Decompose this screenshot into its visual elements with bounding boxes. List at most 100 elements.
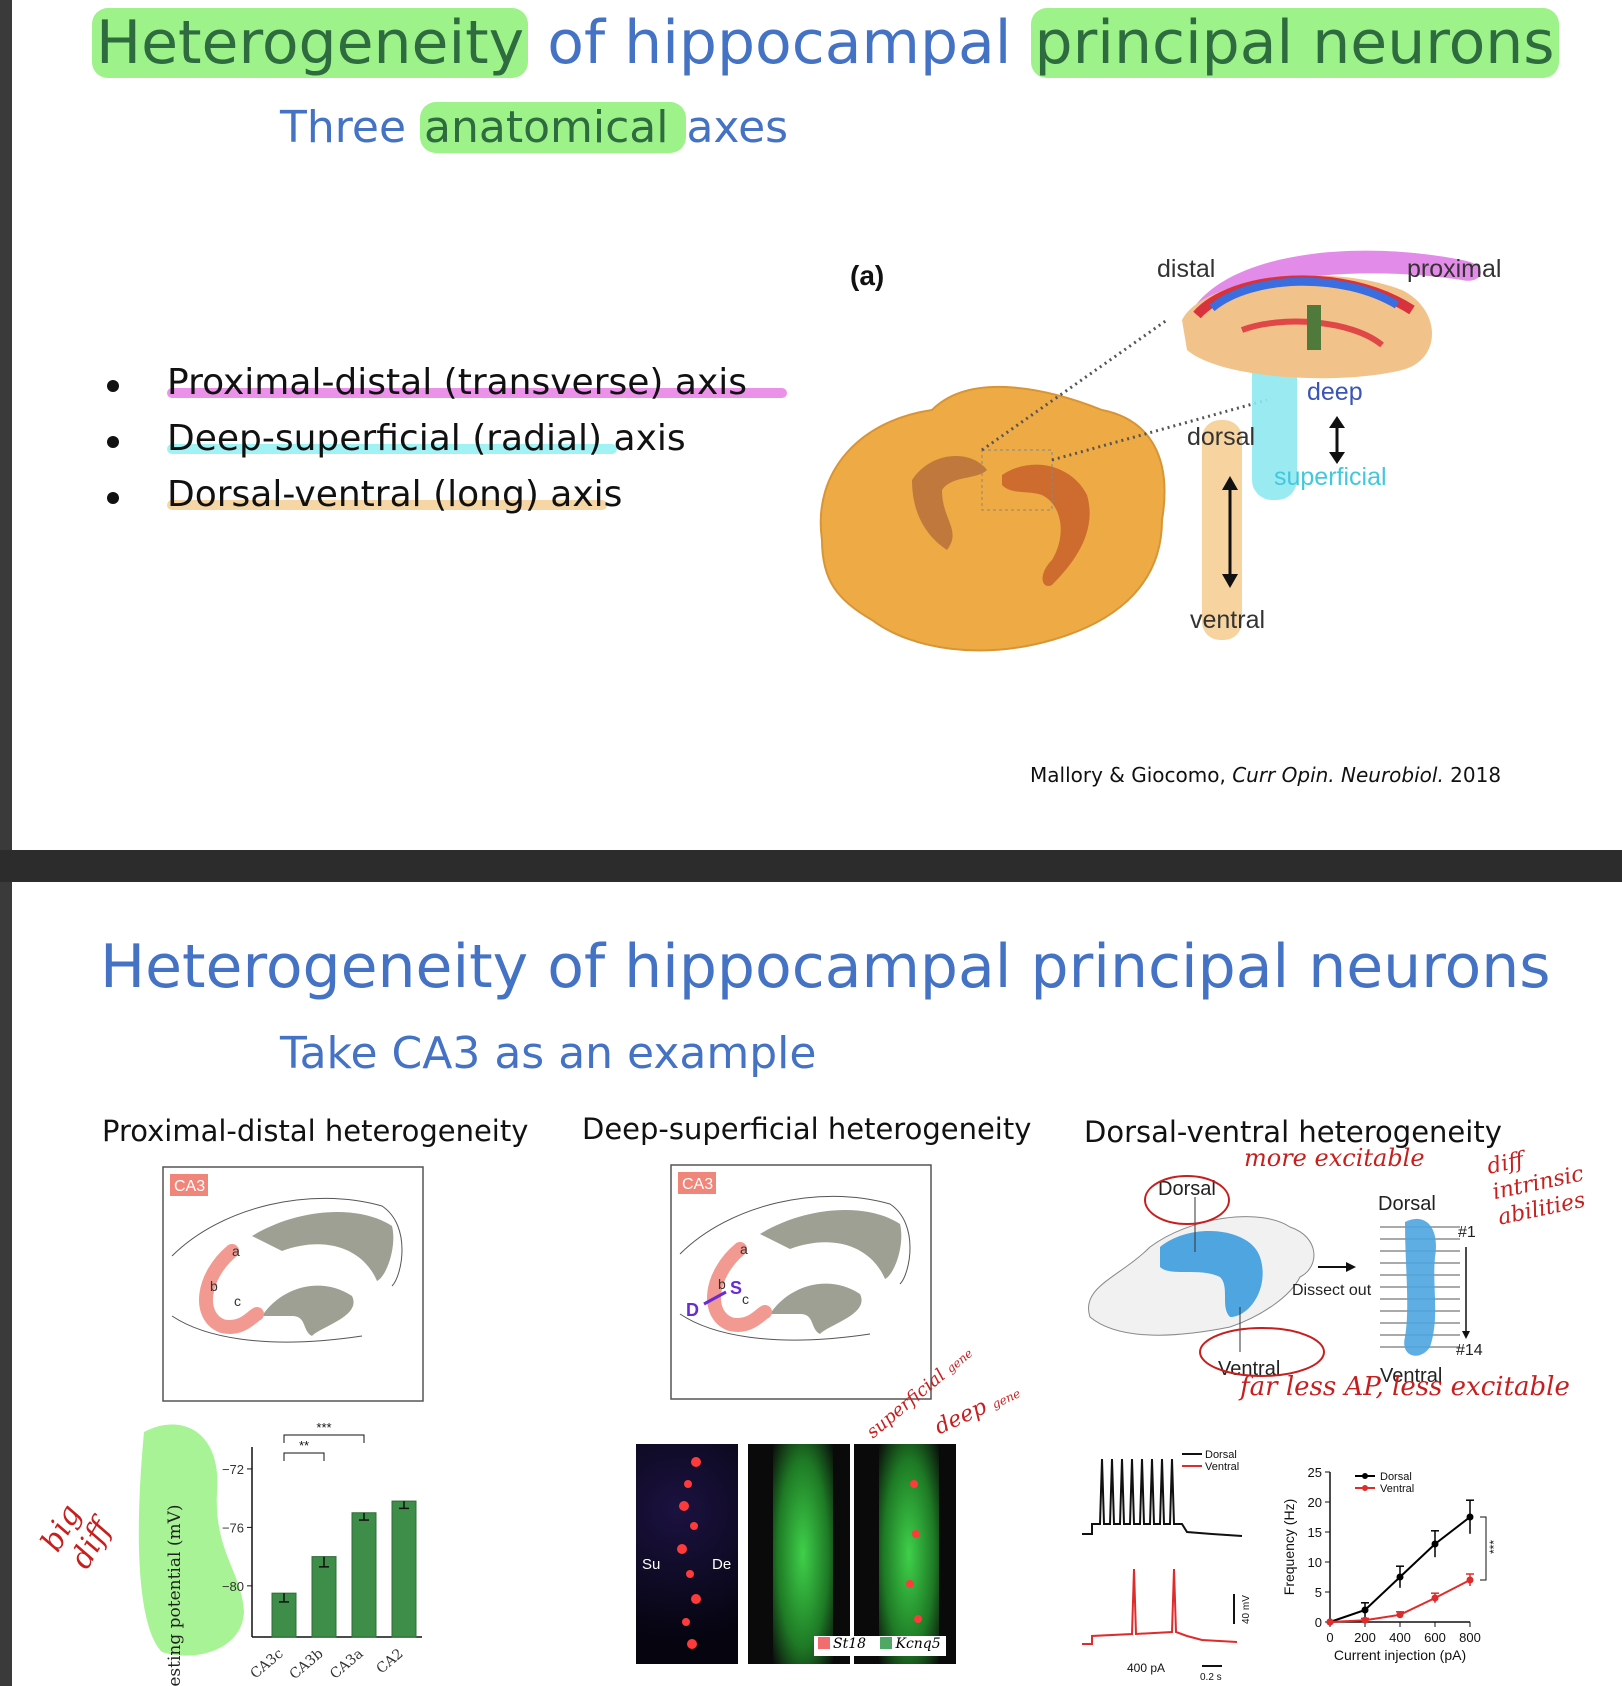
- slide-gap: [0, 850, 1622, 882]
- annotation-gene-2: gene: [989, 1386, 1023, 1412]
- label-slice-14: #14: [1456, 1342, 1483, 1359]
- green-highlight-blob: [138, 1424, 244, 1656]
- point-dorsal: [1396, 1573, 1404, 1581]
- fluor-panel-st18: Su De: [636, 1444, 738, 1664]
- fluor-panel-merge: St18 Kcnq5: [814, 1444, 956, 1664]
- letter-a: a: [232, 1243, 240, 1259]
- hippocampus-blue: [1160, 1230, 1263, 1317]
- dentate-gyrus-bottom: [262, 1285, 354, 1336]
- letter-a: a: [740, 1241, 748, 1257]
- label-proximal: proximal: [1407, 255, 1501, 283]
- label-D: D: [686, 1300, 699, 1320]
- significance-label-outer: ***: [316, 1420, 331, 1435]
- label-su: Su: [642, 1556, 661, 1573]
- citation-year: 2018: [1443, 763, 1502, 787]
- bullet-dorsal-ventral: Dorsal-ventral (long) axis: [107, 474, 622, 515]
- d-s-arrow: [703, 1290, 727, 1306]
- legend-marker-dorsal: [1362, 1473, 1368, 1479]
- y-tick-label: 0: [1315, 1615, 1322, 1630]
- legend-st18: St18: [833, 1636, 867, 1652]
- label-de: De: [712, 1556, 732, 1573]
- label-ventral-right: Ventral: [1380, 1365, 1442, 1387]
- x-tick-label: 0: [1326, 1630, 1333, 1645]
- scale-label-pa: 400 pA: [1127, 1661, 1165, 1675]
- green-band-merged: [879, 1444, 939, 1664]
- x-tick-label-ca2: CA2: [374, 1646, 407, 1677]
- y-tick-label: −76: [222, 1520, 244, 1535]
- slide1-title: Heterogeneity of hippocampal principal n…: [92, 8, 1559, 78]
- ventral-trace: [1082, 1568, 1238, 1645]
- fluorescence-panels: Su De St18 Kcnq5: [636, 1444, 966, 1664]
- dissected-hippocampus: [1404, 1218, 1436, 1356]
- annotation-far-less-ap: far less AP, less excitable: [1240, 1372, 1570, 1402]
- scale-label-s: 0.2 s: [1200, 1672, 1222, 1683]
- ca3-badge: [170, 1174, 208, 1196]
- annotation-big-diff: big diff: [34, 1497, 119, 1575]
- hippocampus-axes-figure: (a) distal proximal deep superficial dor…: [819, 250, 1501, 652]
- point-ventral: [1431, 1594, 1439, 1602]
- point-ventral: [1361, 1616, 1369, 1624]
- fluor-legend: St18 Kcnq5: [814, 1636, 946, 1656]
- panel-label-a: (a): [850, 260, 884, 291]
- outline-bottom: [171, 1315, 363, 1343]
- bullet-deep-superficial: Deep-superficial (radial) axis: [107, 418, 686, 459]
- label-slice-1: #1: [1458, 1224, 1476, 1241]
- annotation-more-excitable: more excitable: [1244, 1144, 1425, 1172]
- voltage-traces: Dorsal Ventral 40 mV 400 pA 0.2 s: [1082, 1449, 1252, 1683]
- point-dorsal: [1466, 1513, 1474, 1521]
- x-tick-label: 800: [1459, 1630, 1481, 1645]
- x-tick-label-ca3b: CA3b: [287, 1646, 327, 1683]
- outline-bottom: [679, 1313, 871, 1341]
- green-column: [1307, 305, 1321, 350]
- citation-journal: Curr Opin. Neurobiol.: [1232, 763, 1444, 787]
- point-dorsal: [1431, 1540, 1439, 1548]
- ink-circle-dorsal: [1144, 1175, 1230, 1225]
- slide2-title: Heterogeneity of hippocampal principal n…: [100, 932, 1551, 1002]
- legend-kcnq5: Kcnq5: [895, 1636, 941, 1652]
- letter-b: b: [718, 1276, 726, 1292]
- legend-label-ventral: Ventral: [1380, 1483, 1414, 1495]
- dentate-gyrus-top: [252, 1212, 394, 1281]
- bullet-dot: [107, 380, 119, 392]
- green-band: [773, 1444, 833, 1664]
- point-ventral: [1396, 1611, 1404, 1619]
- label-ventral: ventral: [1190, 606, 1265, 634]
- trace-legend-ventral: Ventral: [1205, 1461, 1239, 1473]
- significance-bracket-outer: [283, 1434, 365, 1443]
- hippocampus-right-lobe: [1002, 464, 1090, 586]
- title-highlight-principal-neurons: principal neurons: [1030, 8, 1559, 78]
- y-tick-label: 20: [1308, 1495, 1322, 1510]
- letter-c: c: [742, 1291, 749, 1307]
- ca3-proximal-distal-diagram: CA3 a b c: [162, 1166, 424, 1402]
- x-tick-label-ca3a: CA3a: [327, 1646, 366, 1683]
- legend-marker-ventral: [1362, 1485, 1368, 1491]
- fluor-panel-kcnq5: [748, 1444, 850, 1664]
- point-ventral: [1326, 1618, 1334, 1626]
- annotation-gene-1: gene: [943, 1346, 976, 1376]
- ca3-pyramidal-layer: [707, 1242, 772, 1332]
- dorsal-ventral-band: [1202, 420, 1242, 640]
- x-tick-label-ca3c: CA3c: [248, 1646, 287, 1683]
- st18-swatch: [818, 1637, 830, 1649]
- y-tick-label: 10: [1308, 1555, 1322, 1570]
- inset-box: [981, 449, 1053, 511]
- ca3-pyramidal-layer: [199, 1244, 264, 1334]
- trace-legend-dorsal: Dorsal: [1205, 1449, 1237, 1461]
- label-dissect-out: Dissect out: [1292, 1282, 1372, 1299]
- outline-top: [679, 1195, 911, 1285]
- label-dorsal-right: Dorsal: [1378, 1193, 1436, 1215]
- point-ventral: [1466, 1576, 1474, 1584]
- blue-layer: [1209, 277, 1400, 312]
- y-axis-label: Frequency (Hz): [1281, 1499, 1297, 1595]
- label-S: S: [730, 1278, 742, 1298]
- bar-ca2: [391, 1500, 417, 1638]
- slide1-subtitle: Three anatomical axes: [280, 102, 788, 153]
- bar-ca3b: [311, 1556, 337, 1638]
- heading-proximal-distal: Proximal-distal heterogeneity: [102, 1114, 529, 1148]
- dentate-gyrus-top: [760, 1210, 902, 1279]
- scale-label-mv: 40 mV: [1241, 1595, 1252, 1624]
- heading-deep-superficial: Deep-superficial heterogeneity: [582, 1112, 1032, 1146]
- subtitle-highlight-anatomical: anatomical: [420, 102, 687, 153]
